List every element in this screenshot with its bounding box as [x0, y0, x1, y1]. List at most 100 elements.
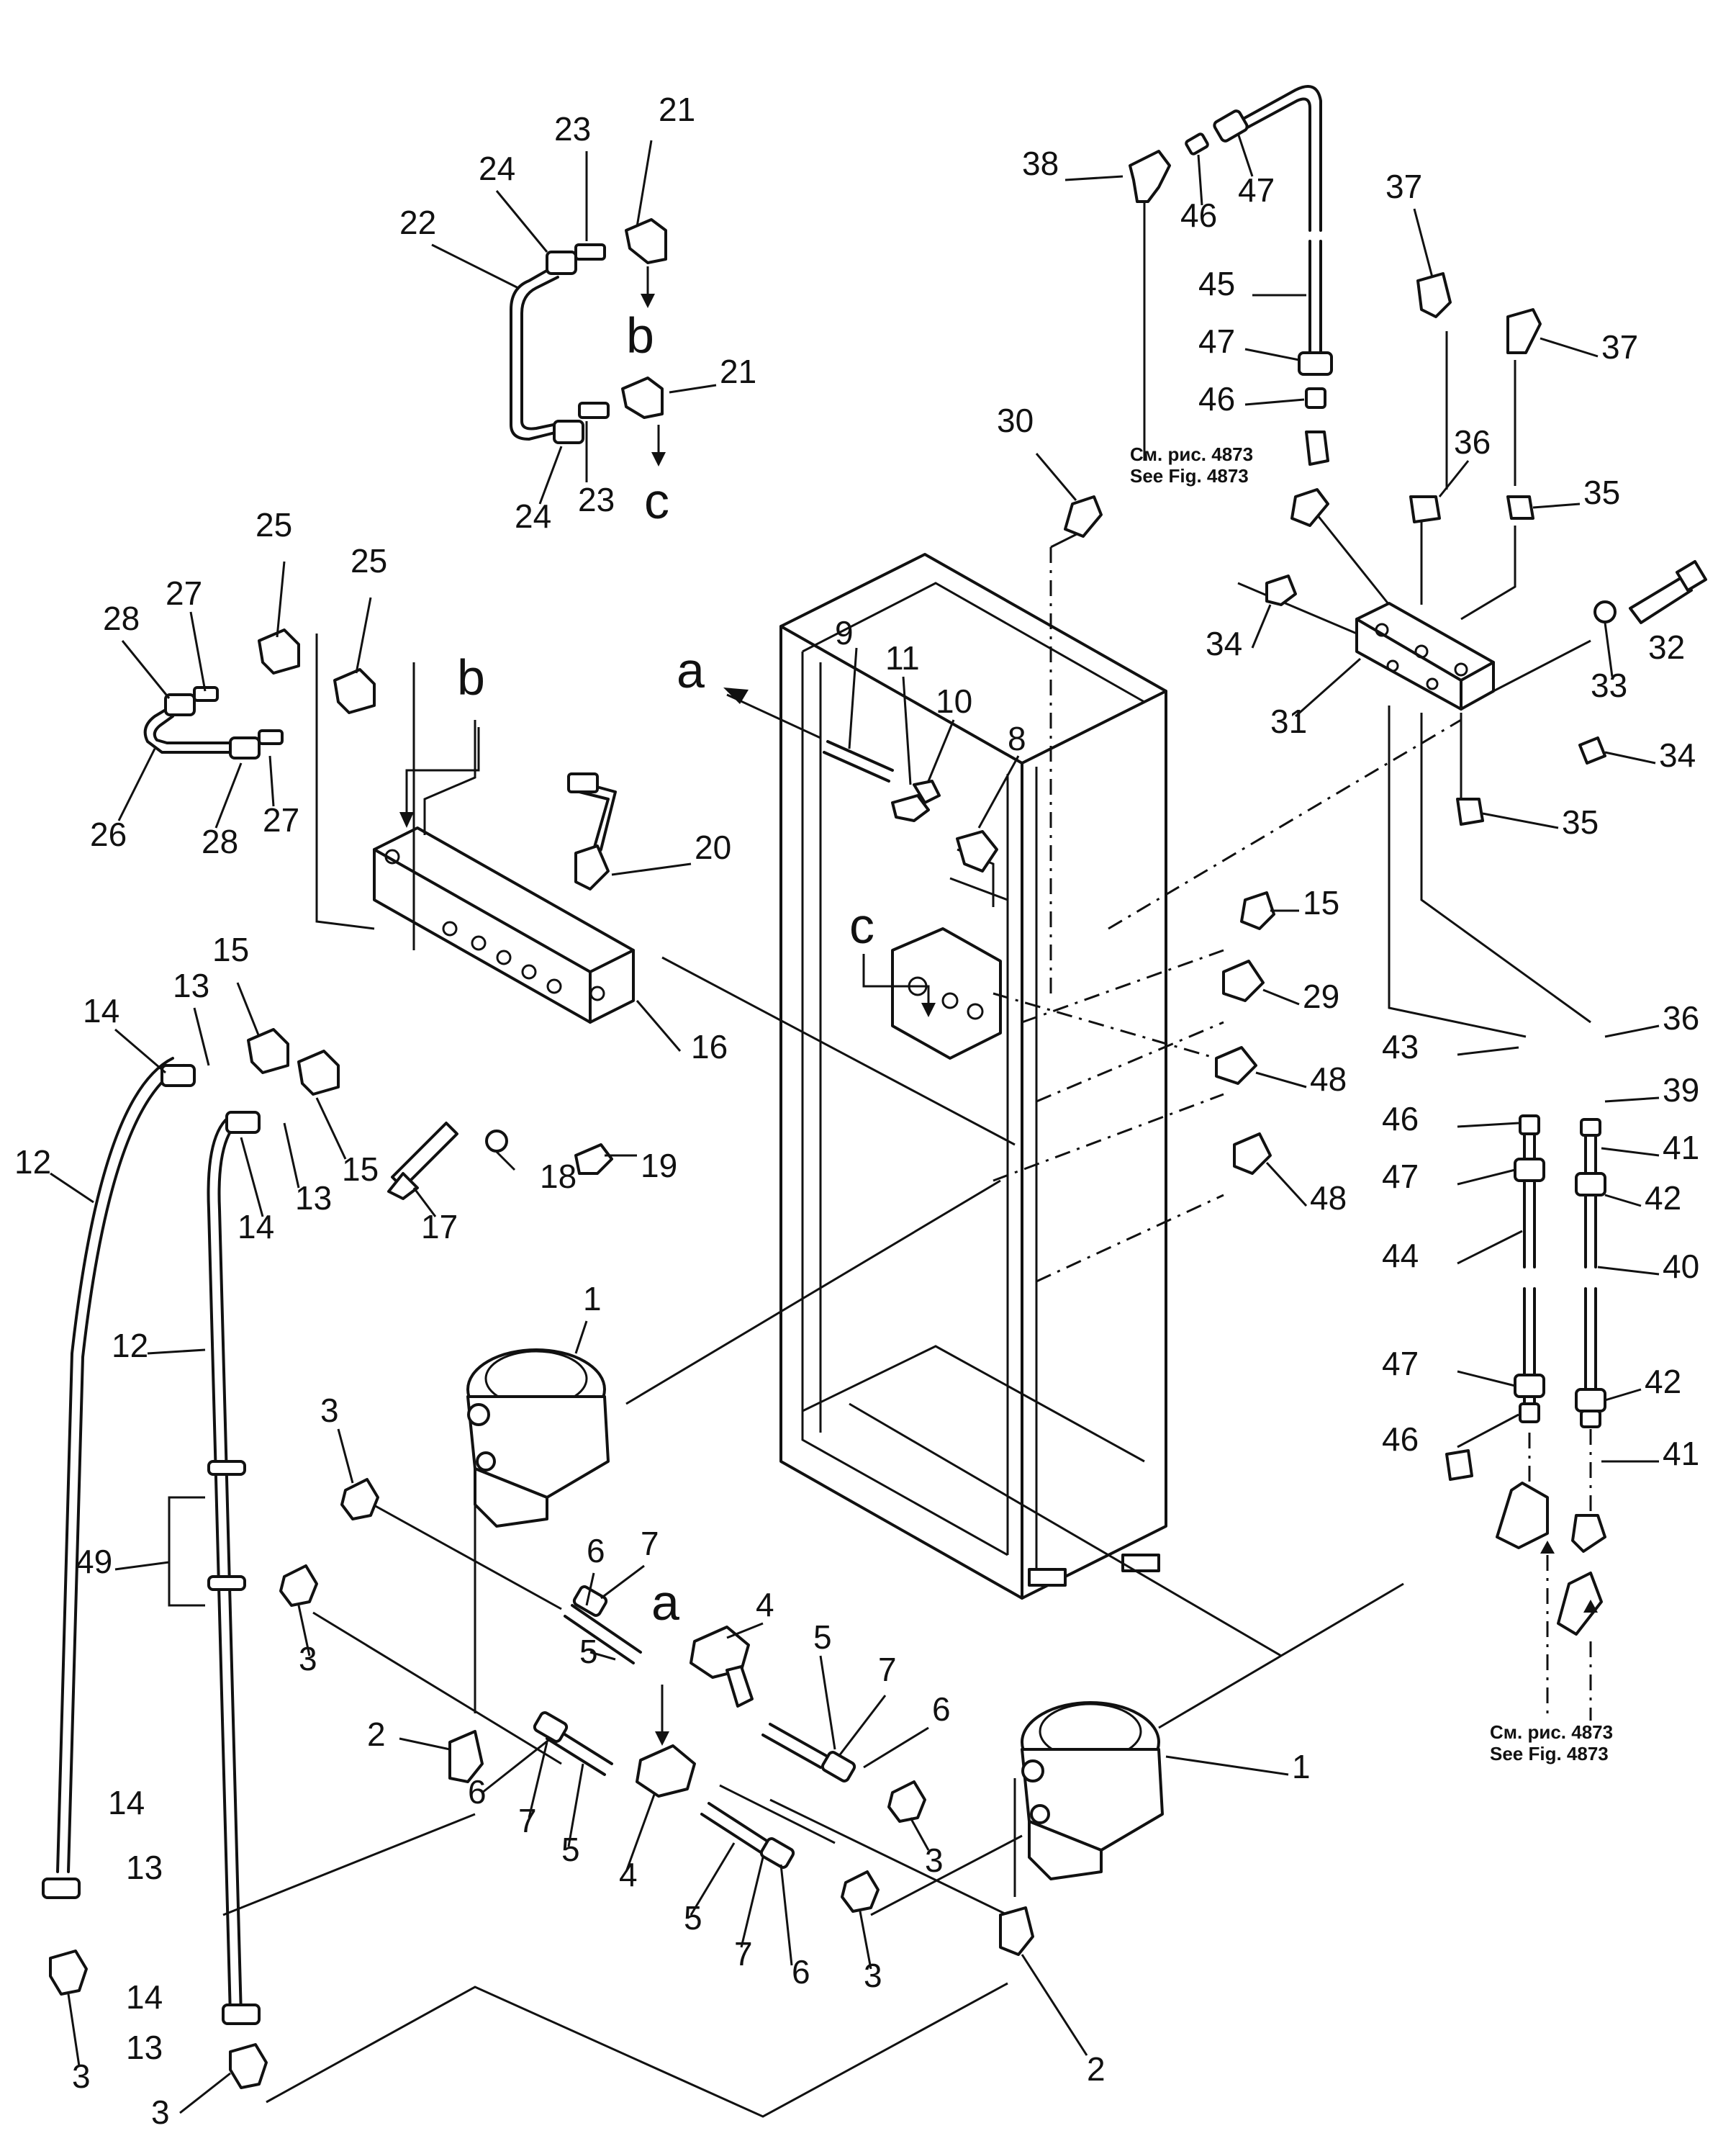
valve-1-upper	[466, 1348, 610, 1528]
part-number-label: 9	[835, 614, 854, 652]
part-number-label: 34	[1206, 625, 1242, 662]
part-number-label: 37	[1601, 328, 1638, 366]
section-callout-letters: a a b b c c	[457, 307, 874, 1631]
part-number-label: 16	[691, 1028, 728, 1065]
part-number-label: 20	[695, 829, 731, 866]
bent-tube-26	[143, 686, 284, 760]
part-number-label: 6	[587, 1532, 605, 1569]
bent-tube-22	[510, 218, 667, 466]
part-number-label: 11	[885, 639, 920, 677]
part-number-label: 21	[659, 91, 695, 128]
part-number-label: 2	[367, 1716, 386, 1753]
part-number-label: 14	[108, 1784, 145, 1821]
part-number-label: 47	[1198, 323, 1235, 360]
part-number-label: 24	[515, 497, 551, 535]
figure-reference-ru: Cм. рис. 4873	[1490, 1721, 1613, 1743]
section-callout-letter: a	[677, 642, 705, 698]
part-number-label: 45	[1198, 265, 1235, 302]
part-number-label: 49	[76, 1543, 112, 1580]
part-number-label: 1	[583, 1280, 602, 1317]
valve-1-lower	[1021, 1701, 1164, 1880]
part-number-label: 3	[320, 1392, 339, 1429]
part-number-label: 19	[641, 1147, 677, 1184]
section-callout-letter: b	[626, 307, 654, 364]
part-number-label: 44	[1382, 1237, 1419, 1274]
part-number-label: 42	[1645, 1363, 1681, 1400]
part-number-label: 29	[1303, 978, 1339, 1015]
part-number-label: 3	[151, 2093, 170, 2131]
part-number-label: 14	[83, 992, 119, 1029]
part-number-label: 1	[1292, 1748, 1311, 1785]
manifold-31	[1143, 202, 1591, 1038]
part-number-label: 4	[619, 1856, 638, 1893]
part-number-label: 14	[126, 1978, 163, 2016]
part-number-label: 27	[263, 801, 299, 839]
part-number-label: 34	[1659, 736, 1696, 774]
part-number-label: 13	[295, 1179, 332, 1217]
part-number-label: 6	[792, 1953, 810, 1991]
part-number-label: 3	[864, 1957, 882, 1994]
part-number-label: 46	[1382, 1100, 1419, 1137]
section-callout-letter: a	[651, 1574, 679, 1631]
part-number-label: 12	[112, 1327, 148, 1364]
part-number-label: 42	[1645, 1179, 1681, 1217]
part-number-label: 37	[1385, 168, 1422, 205]
figure-reference-en: See Fig. 4873	[1130, 465, 1249, 487]
part-number-label: 21	[720, 353, 756, 390]
fitting-20	[567, 772, 617, 891]
part-number-label: 47	[1238, 171, 1275, 209]
section-callout-letter: c	[849, 898, 874, 954]
fittings	[247, 272, 1707, 1481]
part-number-label: 7	[518, 1802, 537, 1839]
part-number-label: 18	[540, 1158, 577, 1195]
part-number-label: 13	[173, 967, 209, 1004]
part-number-label: 25	[256, 506, 292, 544]
part-number-label: 33	[1591, 667, 1627, 704]
right-tubes	[1496, 1114, 1606, 1721]
part-number-label: 32	[1648, 628, 1685, 666]
part-number-label: 39	[1663, 1071, 1699, 1109]
part-number-label: 3	[925, 1842, 944, 1879]
part-number-label: 7	[734, 1935, 753, 1973]
part-number-label: 7	[641, 1525, 659, 1562]
part-number-label: 48	[1310, 1179, 1347, 1217]
part-number-label: 13	[126, 2029, 163, 2066]
part-number-label: 36	[1454, 423, 1491, 461]
part-number-label: 6	[468, 1773, 487, 1811]
part-number-label: 22	[399, 204, 436, 241]
part-number-label: 47	[1382, 1345, 1419, 1382]
part-number-label: 30	[997, 402, 1034, 439]
part-number-label: 15	[342, 1150, 379, 1188]
part-number-label: 13	[126, 1849, 163, 1886]
section-callout-letter: c	[644, 473, 669, 529]
part-number-label: 47	[1382, 1158, 1419, 1195]
part-number-label: 15	[212, 931, 249, 968]
figure-reference-en: See Fig. 4873	[1490, 1743, 1609, 1764]
part-number-label: 38	[1022, 145, 1059, 182]
part-number-label: 5	[813, 1618, 832, 1656]
part-number-label: 6	[932, 1690, 951, 1728]
part-number-label: 17	[421, 1208, 458, 1245]
part-number-label: 3	[299, 1640, 317, 1677]
leader-lines	[222, 520, 1462, 2118]
part-number-label: 28	[202, 823, 238, 860]
part-number-label: 28	[103, 600, 140, 637]
manifold-16	[315, 634, 635, 1024]
part-number-label: 4	[756, 1586, 774, 1623]
part-number-label: 26	[90, 816, 127, 853]
long-tubes	[42, 1057, 261, 2025]
part-number-label: 27	[166, 574, 202, 612]
part-number-label: 3	[72, 2057, 91, 2095]
part-number-label: 5	[579, 1633, 598, 1670]
section-callout-letter: b	[457, 649, 485, 706]
tees	[636, 1626, 754, 1798]
part-number-label: 14	[238, 1208, 274, 1245]
part-number-label: 12	[14, 1143, 51, 1181]
part-number-label: 46	[1382, 1420, 1419, 1458]
part-number-label: 23	[578, 481, 615, 518]
label-leaders	[50, 132, 1660, 2114]
part-number-label: 5	[684, 1899, 702, 1937]
elbows-and-tubes	[49, 1478, 1034, 2089]
